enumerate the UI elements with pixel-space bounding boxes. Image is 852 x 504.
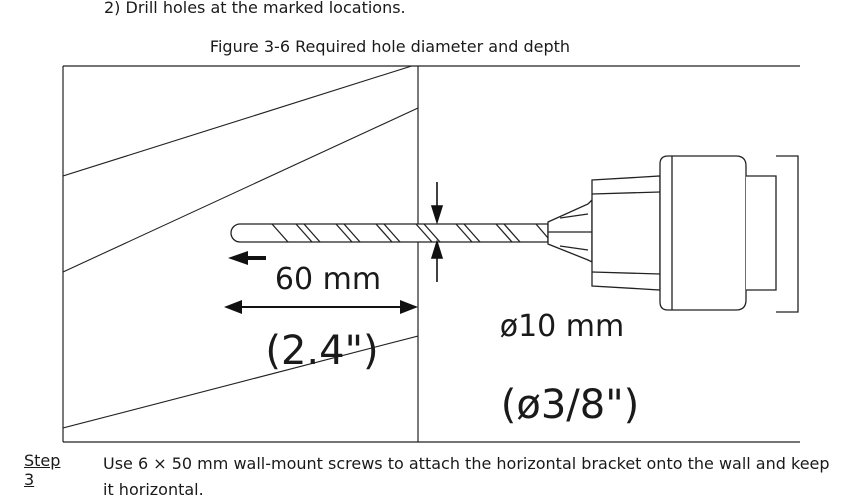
- depth-inch-label: (2.4"): [265, 328, 378, 374]
- depth-dimension-arrow: [224, 300, 418, 314]
- drill-bit: [230, 223, 549, 243]
- drill-body: [547, 155, 799, 313]
- step-2-instruction: 2) Drill holes at the marked locations.: [104, 0, 406, 17]
- figure-frame: [62, 65, 800, 443]
- figure-caption: Figure 3-6 Required hole diameter and de…: [209, 37, 571, 56]
- diameter-inch-label: (ø3/8"): [501, 382, 639, 428]
- depth-mm-label: 60 mm: [275, 262, 381, 297]
- step-3-text: Use 6 × 50 mm wall-mount screws to attac…: [103, 454, 830, 499]
- step-3-label: Step 3: [24, 451, 61, 489]
- diameter-arrows: [430, 182, 444, 282]
- drill-direction-arrow: [228, 251, 266, 265]
- wall-hatch-lines: [63, 66, 418, 429]
- diameter-mm-label: ø10 mm: [500, 309, 625, 344]
